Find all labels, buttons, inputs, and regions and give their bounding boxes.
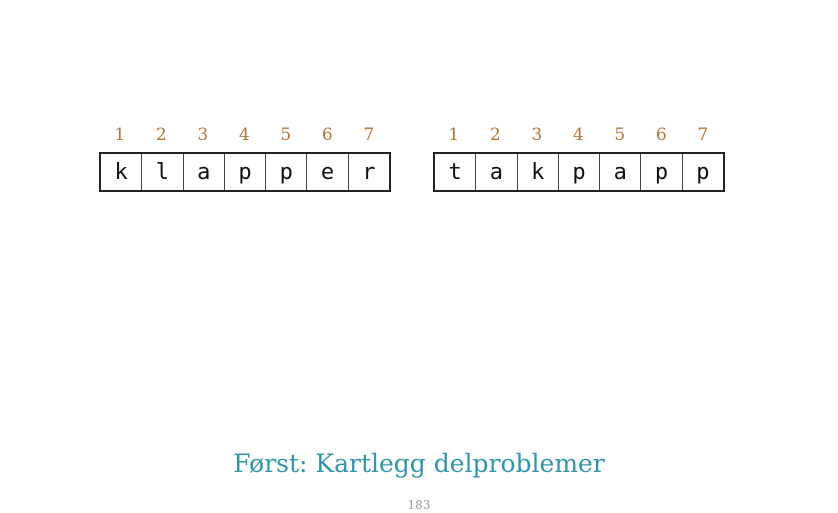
page-number: 183 xyxy=(407,498,431,512)
index-label: 2 xyxy=(489,125,501,145)
index-label: 3 xyxy=(197,125,209,145)
index-row: 1 2 3 4 5 6 7 xyxy=(99,124,391,146)
index-label: 1 xyxy=(114,125,126,145)
index-row: 1 2 3 4 5 6 7 xyxy=(433,124,725,146)
index-label: 3 xyxy=(531,125,543,145)
char-cell: p xyxy=(225,154,267,190)
char-cell: a xyxy=(184,154,225,190)
index-label: 1 xyxy=(448,125,460,145)
char-cell: k xyxy=(518,154,559,190)
char-cell: t xyxy=(435,154,477,190)
char-cell-row: t a k p a p p xyxy=(433,152,725,192)
index-label: 7 xyxy=(697,125,709,145)
char-cell: p xyxy=(641,154,683,190)
string-array-takpapp: 1 2 3 4 5 6 7 t a k p a p p xyxy=(433,124,725,192)
index-label: 2 xyxy=(155,125,167,145)
index-label: 6 xyxy=(321,125,333,145)
index-label: 6 xyxy=(655,125,667,145)
char-cell: a xyxy=(600,154,642,190)
char-cell: p xyxy=(559,154,601,190)
slide-title: Først: Kartlegg delproblemer xyxy=(233,449,605,478)
index-label: 5 xyxy=(280,125,292,145)
index-label: 4 xyxy=(238,125,250,145)
char-cell: p xyxy=(696,160,710,185)
char-cell: p xyxy=(266,154,308,190)
char-cell-row: k l a p p e r xyxy=(99,152,391,192)
char-cell: r xyxy=(362,160,376,185)
index-label: 7 xyxy=(363,125,375,145)
char-cell: k xyxy=(101,154,143,190)
index-label: 5 xyxy=(614,125,626,145)
char-cell: a xyxy=(476,154,518,190)
char-cell: e xyxy=(307,154,349,190)
string-array-klapper: 1 2 3 4 5 6 7 k l a p p e r xyxy=(99,124,391,192)
index-label: 4 xyxy=(572,125,584,145)
char-cell: l xyxy=(142,154,184,190)
